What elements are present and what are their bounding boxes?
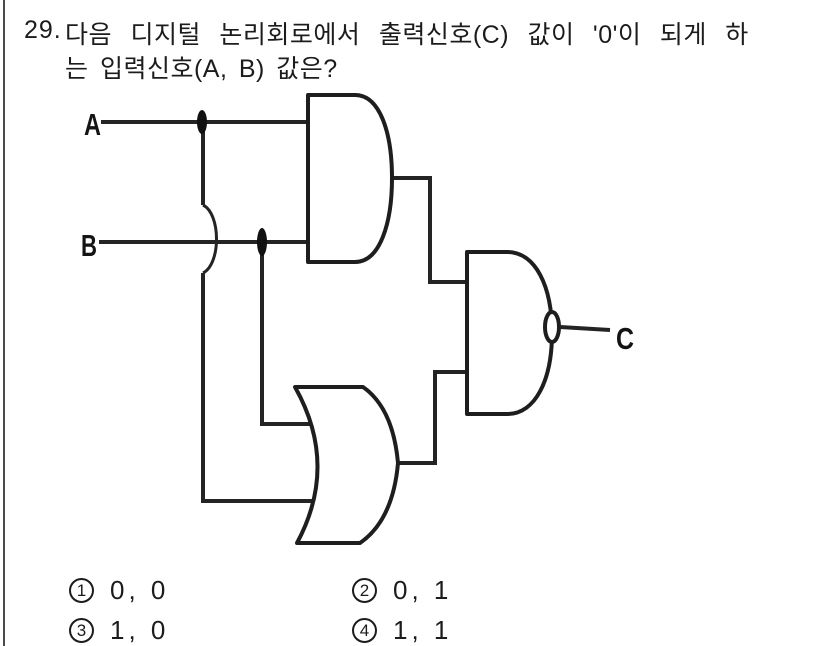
input-b-label: B: [81, 228, 97, 263]
junction-dot-b: [257, 228, 267, 256]
answer-option-3[interactable]: 3 1, 0: [69, 615, 169, 646]
and-output-wire: [390, 176, 466, 284]
junction-dot-a: [197, 110, 207, 134]
circled-number-4: 4: [352, 618, 377, 643]
wire-crossing-hop: [202, 203, 218, 275]
or-output-wire: [397, 370, 466, 465]
answer-option-2[interactable]: 2 0, 1: [352, 575, 452, 606]
option-3-value: 1, 0: [110, 615, 170, 645]
question-text-line-1: 다음 디지털 논리회로에서 출력신호(C) 값이 '0'이 되게 하: [65, 21, 749, 49]
nand-output-wire: [559, 325, 611, 332]
circled-number-1: 1: [69, 578, 94, 603]
or-gate: [293, 385, 400, 545]
nand-gate: [465, 250, 554, 416]
a-branch-wire-lower: [201, 273, 325, 503]
inverter-bubble-icon: [543, 310, 561, 344]
output-c-label: C: [616, 321, 634, 356]
answer-option-1[interactable]: 1 0, 0: [69, 575, 169, 606]
question-text-line-2: 는 입력신호(A, B) 값은?: [65, 55, 338, 83]
circled-number-2: 2: [352, 578, 377, 603]
question-number: 29.: [24, 16, 62, 44]
circled-number-3: 3: [69, 618, 94, 643]
page-left-border: [3, 0, 5, 646]
and-gate: [306, 93, 394, 264]
answer-option-4[interactable]: 4 1, 1: [352, 615, 452, 646]
option-1-value: 0, 0: [110, 575, 170, 605]
input-a-label: A: [84, 107, 101, 142]
option-2-value: 0, 1: [393, 575, 453, 605]
b-branch-wire: [260, 242, 322, 426]
option-4-value: 1, 1: [393, 615, 453, 645]
